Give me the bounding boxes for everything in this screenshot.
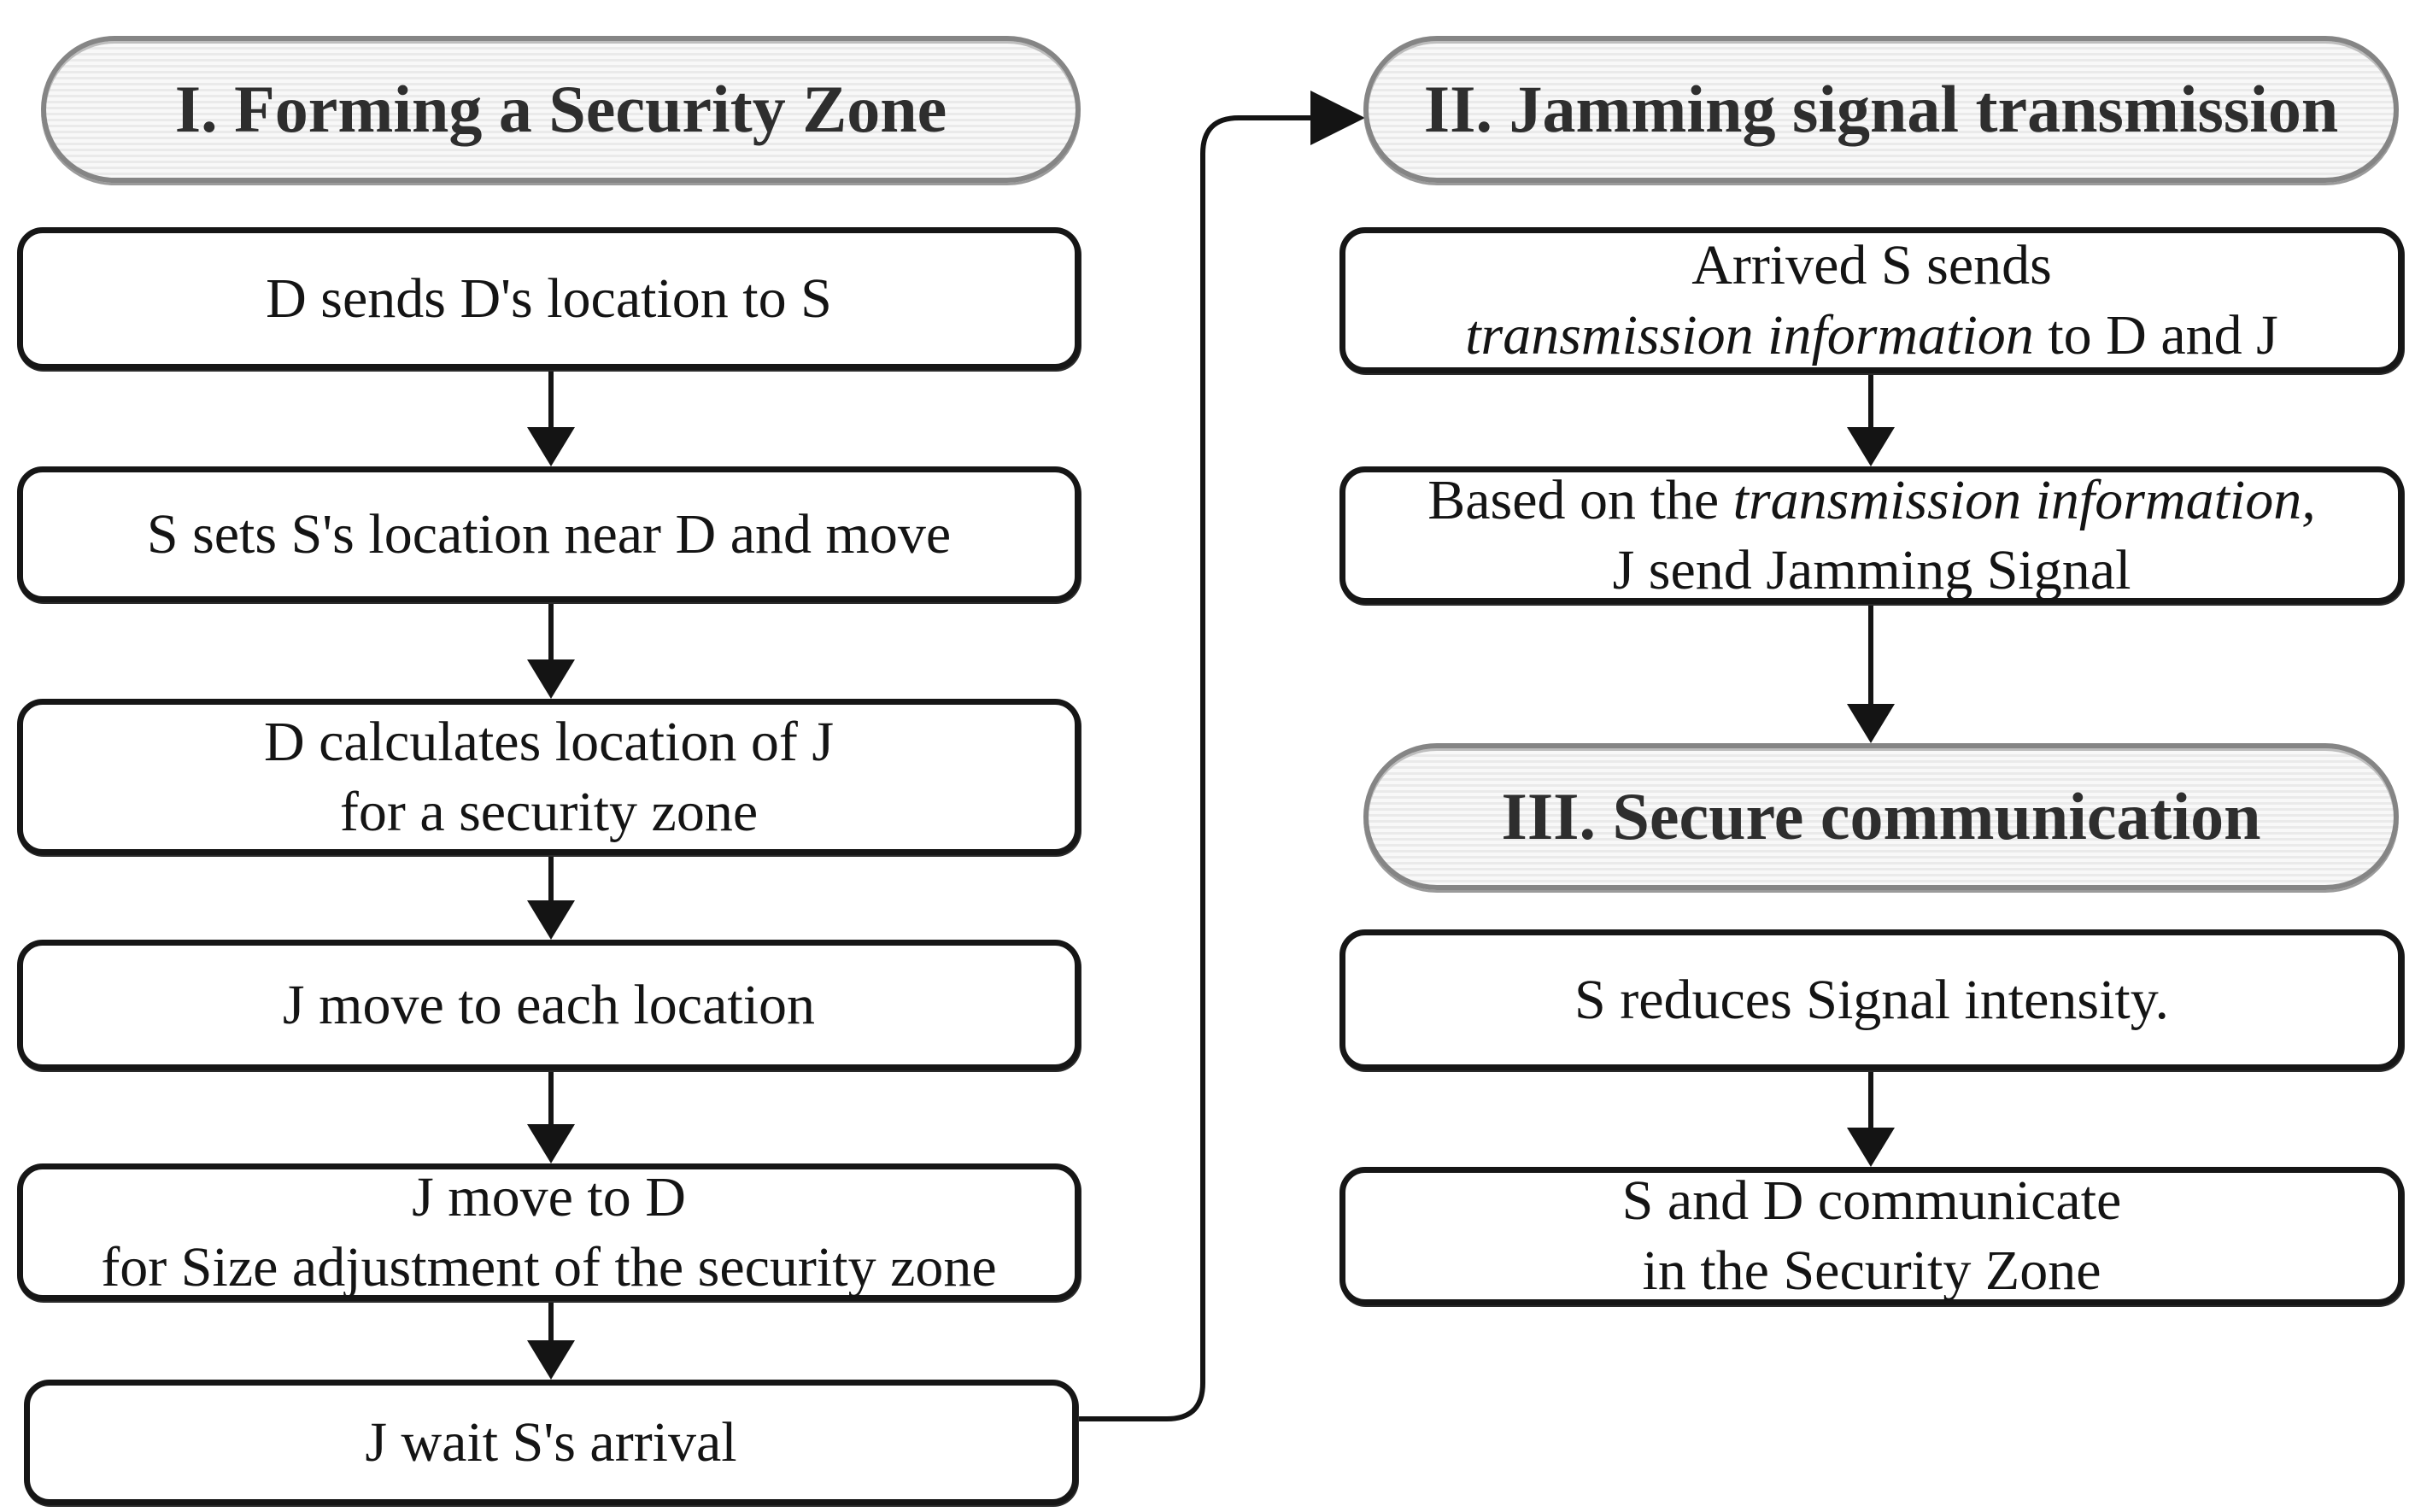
arrow-arrived-to-based [1847, 375, 1895, 466]
phase-header-forming-security-zone: I. Forming a Security Zone [41, 36, 1081, 183]
arrow-s-sets-to-d-calculates [527, 604, 575, 699]
step-text-line2: for Size adjustment of the security zone [101, 1235, 997, 1298]
step-box-j-move-to-d: J move to D for Size adjustment of the s… [17, 1163, 1081, 1301]
step-text-line1: Based on the transmission information, [1427, 466, 2316, 536]
step-text-line1: Arrived S sends [1691, 233, 2052, 296]
step-box-j-move-each-location: J move to each location [17, 940, 1081, 1070]
arrow-j-move-d-to-j-wait [527, 1303, 575, 1380]
step-text-italic-fragment: transmission information, [1732, 468, 2316, 531]
step-text-line1: D calculates location of J [263, 710, 835, 773]
step-text: S sets S's location near D and move [146, 502, 952, 566]
step-text: J wait S's arrival [365, 1410, 737, 1474]
arrow-d-sends-to-s-sets [527, 372, 575, 466]
step-box-s-reduces-intensity: S reduces Signal intensity. [1339, 929, 2404, 1070]
phase-header-jamming-label: II. Jamming signal transmission [1423, 72, 2339, 146]
phase-header-forming-label: I. Forming a Security Zone [174, 72, 947, 146]
step-text: S reduces Signal intensity. [1574, 968, 2169, 1031]
phase-header-jamming-transmission: II. Jamming signal transmission [1363, 36, 2399, 183]
step-text-fragment: Based on the [1427, 468, 1733, 531]
step-text-line1: J move to D [412, 1165, 686, 1228]
step-box-s-sets-location: S sets S's location near D and move [17, 466, 1081, 602]
step-text: J move to each location [282, 973, 816, 1036]
arrow-d-calculates-to-j-move-each [527, 857, 575, 940]
step-box-arrived-s-sends: Arrived S sends transmission information… [1339, 227, 2404, 373]
step-text-line1: S and D communicate [1621, 1169, 2122, 1233]
step-box-based-on-info: Based on the transmission information, J… [1339, 466, 2404, 604]
step-text-italic-fragment: transmission information [1465, 303, 2034, 366]
step-box-d-calculates-location: D calculates location of J for a securit… [17, 699, 1081, 855]
step-text-line2: J send Jamming Signal [1612, 538, 2131, 601]
phase-header-secure-communication: III. Secure communication [1363, 743, 2399, 890]
arrow-reduce-to-communicate [1847, 1072, 1895, 1167]
step-text-line2: for a security zone [339, 780, 759, 843]
connector-j-wait-to-jamming-header [1078, 91, 1365, 1421]
step-box-j-wait-arrival: J wait S's arrival [24, 1380, 1078, 1505]
step-text-fragment: to D and J [2033, 303, 2278, 366]
step-text: D sends D's location to S [266, 267, 832, 330]
arrow-based-to-secure-header [1847, 606, 1895, 743]
step-text-line2: transmission information to D and J [1465, 301, 2278, 371]
step-text-line2: in the Security Zone [1642, 1239, 2101, 1302]
step-box-s-d-communicate: S and D communicate in the Security Zone [1339, 1167, 2404, 1305]
arrow-j-move-each-to-j-move-d [527, 1072, 575, 1163]
step-box-d-sends-location: D sends D's location to S [17, 227, 1081, 370]
phase-header-secure-label: III. Secure communication [1501, 779, 2261, 853]
